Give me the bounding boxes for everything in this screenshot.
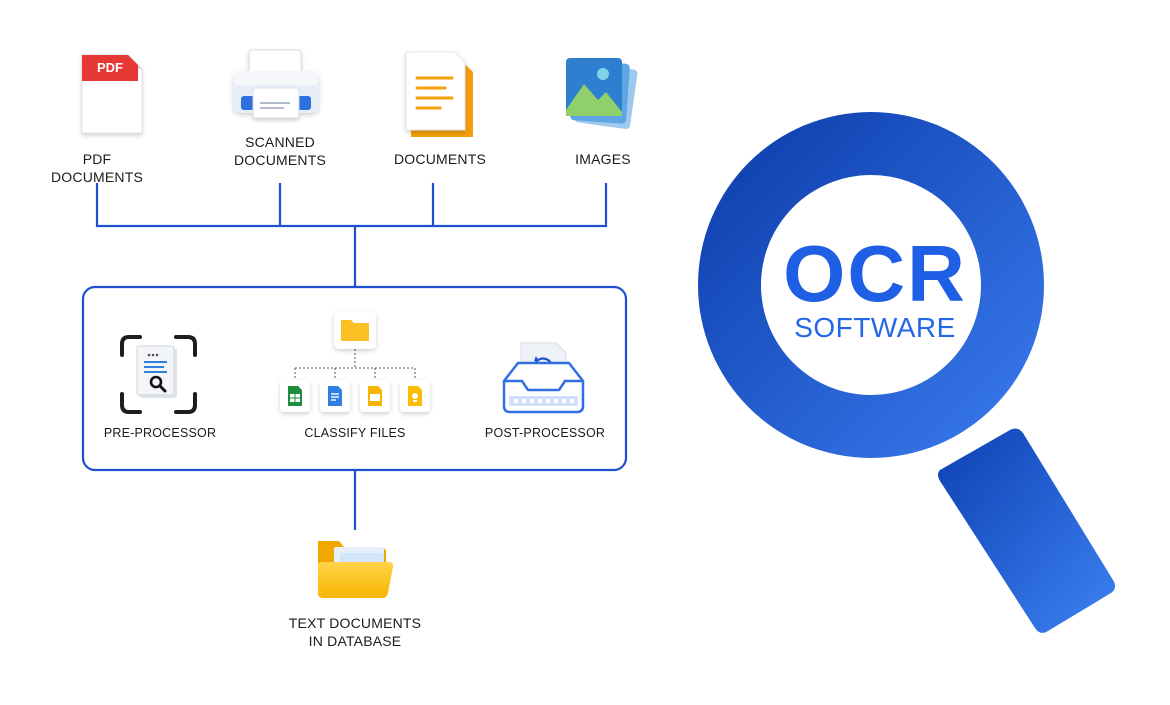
folder-tree-icon — [294, 311, 416, 380]
source-label-documents-line: DOCUMENTS — [393, 151, 487, 167]
output-label-line-1: TEXT DOCUMENTS — [288, 615, 422, 631]
source-label-pdf-line: PDF DOCUMENTS — [50, 151, 144, 185]
source-label-images: IMAGES — [543, 150, 663, 168]
source-label-images-line: IMAGES — [575, 151, 631, 167]
source-label-scanned-line-1: SCANNED — [245, 134, 315, 150]
open-folder-icon — [318, 541, 394, 598]
ocr-title: OCR — [783, 229, 967, 318]
processing-box — [81, 285, 628, 472]
pdf-badge-label: PDF — [97, 60, 123, 75]
sheets-icon — [280, 380, 310, 412]
magnifying-glass-icon — [698, 112, 1116, 633]
output-label: TEXT DOCUMENTS IN DATABASE — [270, 614, 440, 650]
image-stack-icon — [566, 58, 638, 130]
document-scan-icon — [120, 335, 197, 414]
connectors — [95, 183, 608, 530]
step-label-post-processor: POST-PROCESSOR — [484, 426, 606, 440]
docs-icon — [320, 380, 350, 412]
source-label-documents: DOCUMENTS — [380, 150, 500, 168]
output-label-line-2: IN DATABASE — [308, 633, 402, 649]
inbox-tray-icon — [502, 342, 585, 414]
source-label-pdf: PDF DOCUMENTS — [37, 150, 157, 186]
step-label-pre-processor: PRE-PROCESSOR — [103, 426, 217, 440]
slides-icon — [360, 380, 390, 412]
source-label-scanned-line-2: DOCUMENTS — [233, 152, 327, 168]
keep-icon — [400, 380, 430, 412]
step-label-classify-files: CLASSIFY FILES — [304, 426, 406, 440]
source-label-scanned: SCANNED DOCUMENTS — [220, 133, 340, 169]
ocr-subtitle: SOFTWARE — [794, 312, 956, 343]
printer-scanner-icon — [233, 49, 319, 119]
pdf-file-icon — [81, 54, 143, 134]
document-icon — [405, 51, 473, 137]
